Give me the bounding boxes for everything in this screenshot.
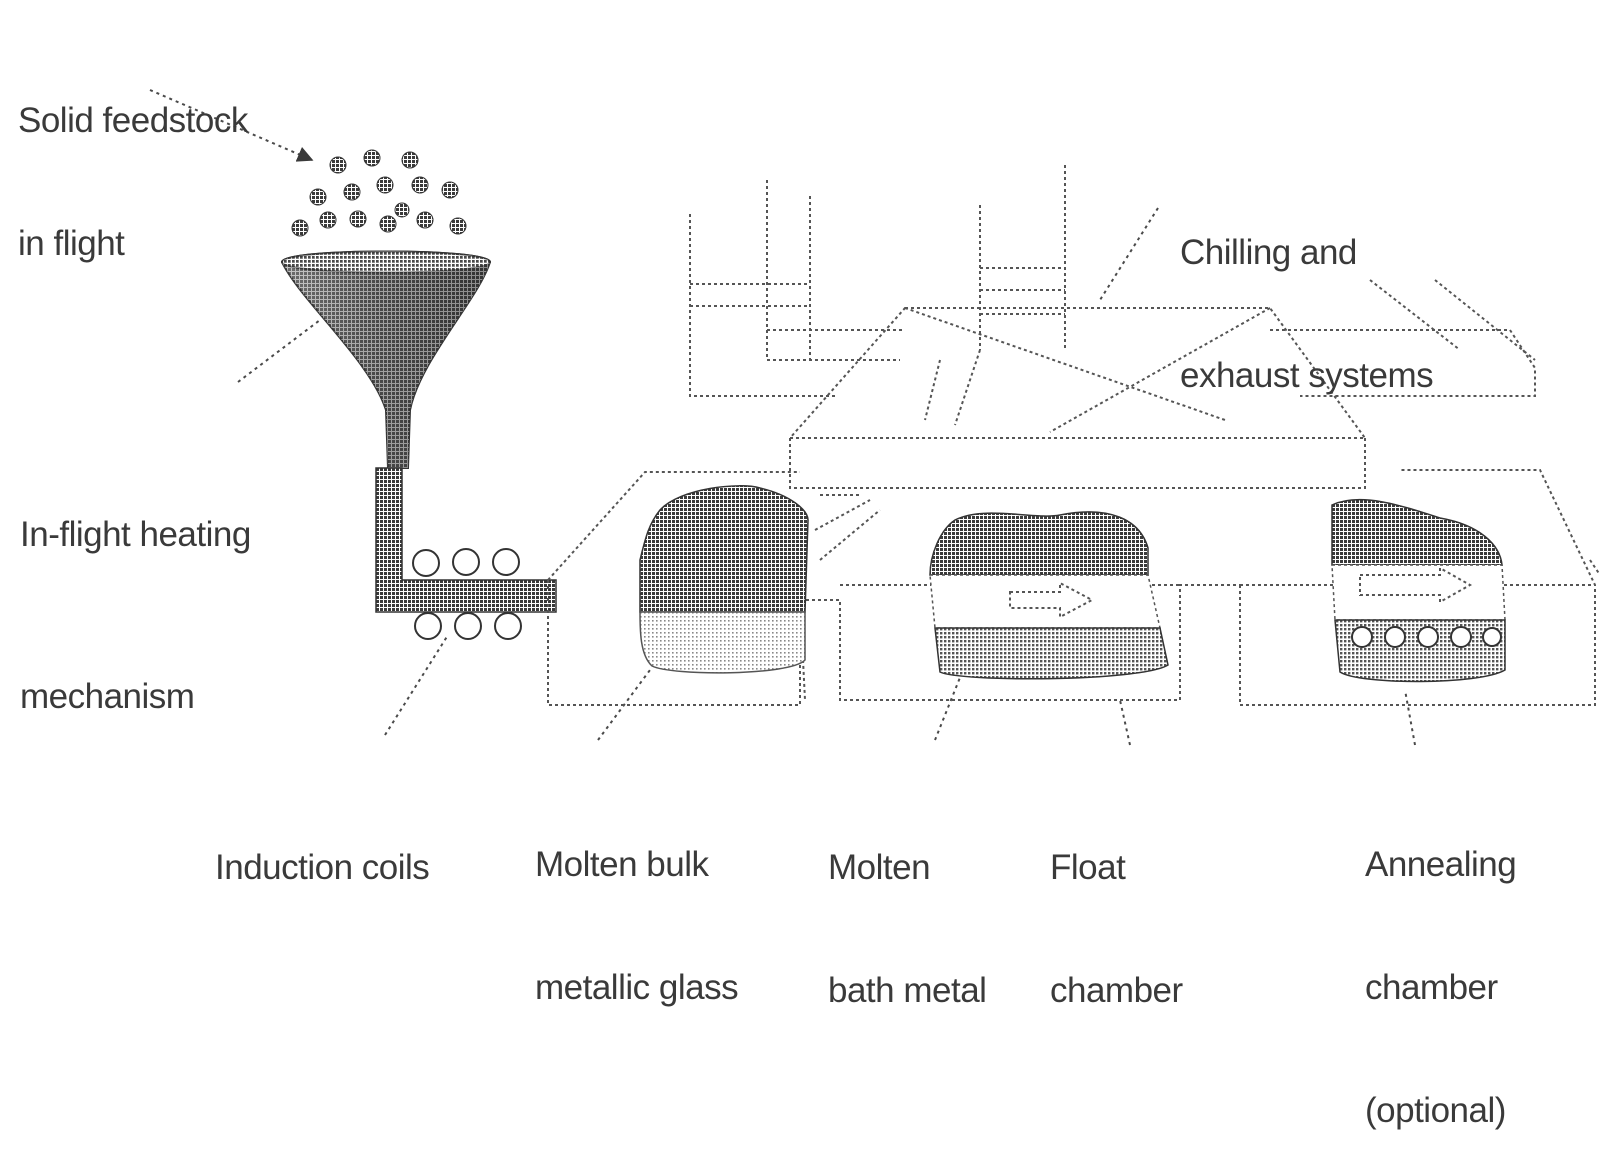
label-annealing: Annealing chamber (optional) — [1365, 762, 1517, 1172]
label-annealing-line1: Annealing — [1365, 845, 1517, 884]
label-molten-bmg-line1: Molten bulk — [535, 845, 709, 884]
leader-float — [1119, 699, 1131, 746]
label-inflight-heating-line2: mechanism — [20, 677, 195, 716]
label-solid-feedstock: Solid feedstock in flight — [18, 18, 248, 305]
label-float-chamber-line2: chamber — [1050, 971, 1183, 1010]
leader-solid-feedstock — [149, 89, 314, 162]
label-annealing-line2: chamber — [1365, 968, 1498, 1007]
label-molten-bmg: Molten bulk metallic glass — [535, 762, 739, 1049]
leader-chilling — [1099, 207, 1159, 301]
leader-annealing — [1404, 689, 1416, 746]
label-induction-coils: Induction coils — [215, 765, 430, 929]
label-molten-bath: Molten bath metal — [828, 765, 987, 1052]
label-solid-feedstock-line2: in flight — [18, 224, 125, 263]
label-float-chamber-line1: Float — [1050, 848, 1126, 887]
feed-pipe — [375, 467, 557, 613]
label-molten-bath-line2: bath metal — [828, 971, 987, 1010]
label-chilling: Chilling and exhaust systems — [1180, 150, 1434, 437]
leader-heating — [237, 319, 321, 383]
induction-coils — [412, 548, 522, 640]
label-inflight-heating-line1: In-flight heating — [20, 515, 251, 554]
float-process-diagram — [149, 89, 1600, 746]
label-molten-bmg-line2: metallic glass — [535, 968, 739, 1007]
label-solid-feedstock-line1: Solid feedstock — [18, 101, 248, 140]
annealing-rollers — [1351, 626, 1502, 648]
flow-arrow-icon — [1009, 581, 1095, 619]
label-annealing-line3: (optional) — [1365, 1091, 1506, 1130]
label-inflight-heating: In-flight heating mechanism — [20, 400, 251, 778]
annealing-vessel — [1331, 498, 1506, 683]
funnel-heater — [280, 250, 492, 469]
leader-induction — [384, 634, 449, 736]
label-molten-bath-line1: Molten — [828, 848, 931, 887]
label-induction-coils-line1: Induction coils — [215, 848, 430, 887]
label-chilling-line2: exhaust systems — [1180, 356, 1434, 395]
chilling-exhaust-structure — [689, 165, 1536, 489]
float-bath-vessel — [929, 511, 1169, 680]
label-float-chamber: Float chamber — [1050, 765, 1183, 1052]
molten-bmg-vessel — [639, 485, 809, 674]
label-chilling-line1: Chilling and — [1180, 233, 1357, 272]
feedstock-particles — [291, 149, 467, 237]
